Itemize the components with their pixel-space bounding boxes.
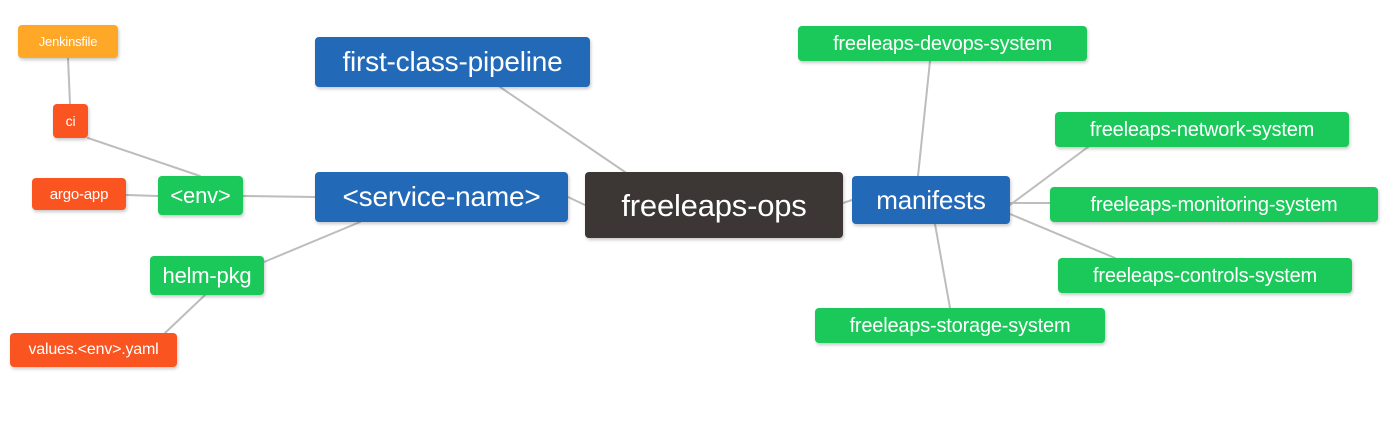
node-label-argo-app: argo-app (49, 185, 109, 203)
node-label-monitoring: freeleaps-monitoring-system (1090, 193, 1338, 216)
node-label-network: freeleaps-network-system (1089, 118, 1315, 141)
edge-manifests-to-devops (917, 60, 931, 177)
edge-pipeline-to-freeleaps-ops (499, 86, 626, 173)
node-monitoring[interactable]: freeleaps-monitoring-system (1050, 187, 1378, 222)
edge-helm-pkg-to-service-name (263, 221, 361, 263)
node-env[interactable]: <env> (158, 176, 243, 215)
edge-freeleaps-ops-to-manifests (842, 199, 853, 204)
node-label-env: <env> (170, 182, 231, 208)
node-pipeline[interactable]: first-class-pipeline (315, 37, 590, 87)
node-label-storage: freeleaps-storage-system (849, 314, 1071, 337)
node-label-jenkinsfile: Jenkinsfile (38, 34, 98, 49)
node-label-service-name: <service-name> (342, 181, 541, 212)
node-label-ci: ci (65, 113, 76, 129)
node-label-values-yaml: values.<env>.yaml (28, 341, 159, 358)
node-storage[interactable]: freeleaps-storage-system (815, 308, 1105, 343)
node-devops[interactable]: freeleaps-devops-system (798, 26, 1087, 61)
node-label-manifests: manifests (876, 185, 986, 215)
node-label-devops: freeleaps-devops-system (833, 32, 1052, 55)
node-controls[interactable]: freeleaps-controls-system (1058, 258, 1352, 293)
node-service-name[interactable]: <service-name> (315, 172, 568, 222)
node-values-yaml[interactable]: values.<env>.yaml (10, 333, 177, 367)
node-manifests[interactable]: manifests (852, 176, 1010, 224)
edge-jenkinsfile-to-ci (67, 57, 71, 105)
edge-manifests-to-storage (934, 223, 951, 309)
node-label-controls: freeleaps-controls-system (1093, 264, 1317, 287)
edge-service-name-to-freeleaps-ops (567, 196, 586, 206)
edge-values-yaml-to-helm-pkg (164, 294, 206, 334)
edge-env-to-service-name (242, 195, 316, 198)
node-ci[interactable]: ci (53, 104, 88, 138)
edge-ci-to-env (87, 137, 201, 177)
node-label-helm-pkg: helm-pkg (162, 262, 252, 288)
node-argo-app[interactable]: argo-app (32, 178, 126, 210)
node-freeleaps-ops[interactable]: freeleaps-ops (585, 172, 843, 238)
node-jenkinsfile[interactable]: Jenkinsfile (18, 25, 118, 58)
edge-argo-app-to-env (125, 194, 159, 197)
node-label-freeleaps-ops: freeleaps-ops (621, 187, 807, 223)
node-network[interactable]: freeleaps-network-system (1055, 112, 1349, 147)
node-label-pipeline: first-class-pipeline (342, 46, 563, 77)
node-helm-pkg[interactable]: helm-pkg (150, 256, 264, 295)
